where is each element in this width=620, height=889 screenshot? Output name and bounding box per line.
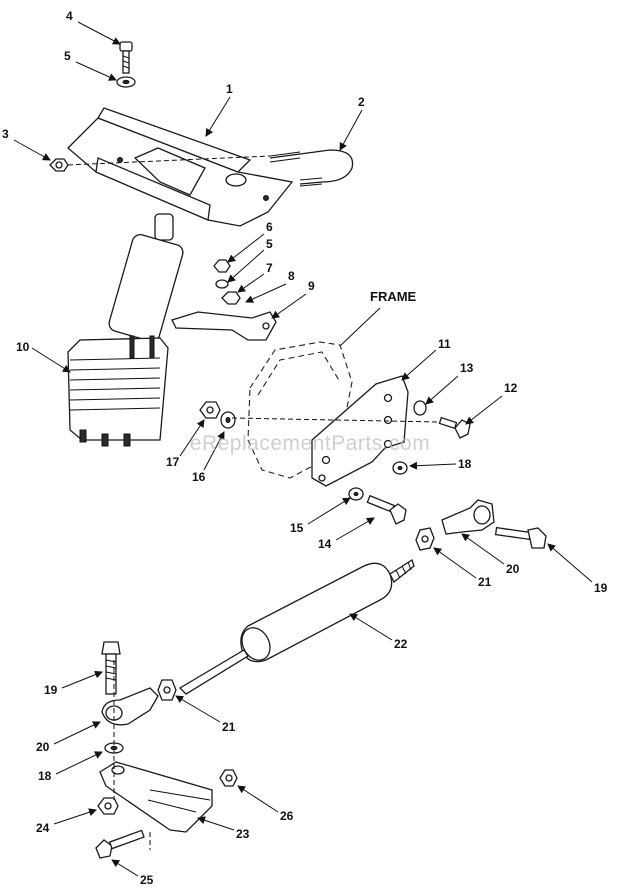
callout-26: 26 xyxy=(237,785,294,823)
svg-text:18: 18 xyxy=(458,457,472,471)
washer-5 xyxy=(116,76,136,88)
u-bolt xyxy=(269,149,354,187)
svg-text:20: 20 xyxy=(506,562,520,576)
callout-8: 8 xyxy=(245,269,295,303)
callout-7: 7 xyxy=(237,261,273,293)
svg-text:22: 22 xyxy=(394,637,408,651)
nut-6 xyxy=(213,259,231,273)
callout-1: 1 xyxy=(205,82,233,137)
bolt-25 xyxy=(95,829,145,859)
svg-text:5: 5 xyxy=(64,49,71,63)
bracket-9 xyxy=(171,311,277,341)
callout-14: 14 xyxy=(318,517,375,551)
svg-text:3: 3 xyxy=(2,127,9,141)
svg-text:25: 25 xyxy=(140,873,154,887)
callout-18-lower: 18 xyxy=(38,751,103,783)
svg-text:7: 7 xyxy=(266,261,273,275)
svg-text:14: 14 xyxy=(318,537,332,551)
svg-text:16: 16 xyxy=(192,470,206,484)
callout-12: 12 xyxy=(465,381,518,425)
callout-19-lower: 19 xyxy=(44,670,103,697)
callout-25: 25 xyxy=(111,859,154,887)
svg-text:4: 4 xyxy=(66,9,73,23)
frame-bracket xyxy=(311,375,409,487)
svg-text:17: 17 xyxy=(166,455,180,469)
callout-20-lower: 20 xyxy=(36,721,101,754)
callout-6: 6 xyxy=(227,220,273,263)
steering-arm-23 xyxy=(99,761,213,833)
svg-text:5: 5 xyxy=(266,237,273,251)
callout-17: 17 xyxy=(166,419,205,469)
callout-22: 22 xyxy=(349,613,408,651)
callout-9: 9 xyxy=(271,279,315,319)
svg-text:6: 6 xyxy=(266,220,273,234)
callout-4: 4 xyxy=(66,9,121,45)
callout-11: 11 xyxy=(401,337,451,381)
svg-text:20: 20 xyxy=(36,740,50,754)
bolt-14 xyxy=(366,494,407,525)
rod-end-20-upper xyxy=(441,499,495,535)
svg-text:15: 15 xyxy=(290,521,304,535)
nut-24 xyxy=(97,797,119,815)
washer-7 xyxy=(215,279,229,289)
frame-label: FRAME xyxy=(370,289,417,304)
svg-text:21: 21 xyxy=(222,720,236,734)
svg-text:2: 2 xyxy=(358,95,365,109)
svg-text:9: 9 xyxy=(308,279,315,293)
callout-24: 24 xyxy=(36,808,97,835)
nut-21-lower xyxy=(157,679,177,701)
svg-text:19: 19 xyxy=(44,683,58,697)
nut-3 xyxy=(49,158,69,172)
svg-text:12: 12 xyxy=(504,381,518,395)
callout-23: 23 xyxy=(197,816,250,841)
callout-21-upper: 21 xyxy=(433,547,492,589)
bolt-4 xyxy=(119,41,133,74)
callout-13: 13 xyxy=(425,361,474,405)
svg-text:1: 1 xyxy=(226,82,233,96)
callout-16: 16 xyxy=(192,431,225,484)
washer-18-upper xyxy=(392,461,408,475)
nut-17 xyxy=(199,401,221,419)
callout-5-upper: 5 xyxy=(64,49,117,81)
washer-15 xyxy=(348,487,364,501)
callout-20-upper: 20 xyxy=(461,533,520,576)
svg-text:26: 26 xyxy=(280,809,294,823)
bolt-19-upper xyxy=(494,526,547,549)
callout-2: 2 xyxy=(339,95,365,151)
mounting-bracket xyxy=(67,107,294,227)
steering-cylinder xyxy=(67,213,184,447)
nut-26 xyxy=(219,769,238,787)
svg-text:23: 23 xyxy=(236,827,250,841)
bolt-19-lower xyxy=(101,641,121,695)
svg-text:13: 13 xyxy=(460,361,474,375)
callout-21-lower: 21 xyxy=(175,695,236,734)
frame-outline xyxy=(247,341,353,479)
watermark: eReplacementParts.com xyxy=(189,432,431,455)
callout-10: 10 xyxy=(16,340,71,373)
nut-21-upper xyxy=(415,527,435,551)
washer-13 xyxy=(413,400,427,416)
svg-text:21: 21 xyxy=(478,575,492,589)
svg-text:11: 11 xyxy=(438,337,451,351)
svg-text:10: 10 xyxy=(16,340,30,354)
svg-text:24: 24 xyxy=(36,821,50,835)
callout-18-upper: 18 xyxy=(409,457,472,471)
svg-text:18: 18 xyxy=(38,769,52,783)
callout-3: 3 xyxy=(2,127,51,161)
callout-15: 15 xyxy=(290,497,351,535)
nut-8 xyxy=(221,291,241,305)
svg-text:19: 19 xyxy=(594,581,608,595)
washer-16 xyxy=(220,411,236,429)
callout-19-upper: 19 xyxy=(547,543,608,595)
hydraulic-cylinder xyxy=(178,559,415,695)
callout-5-middle: 5 xyxy=(227,237,273,283)
svg-text:8: 8 xyxy=(288,269,295,283)
